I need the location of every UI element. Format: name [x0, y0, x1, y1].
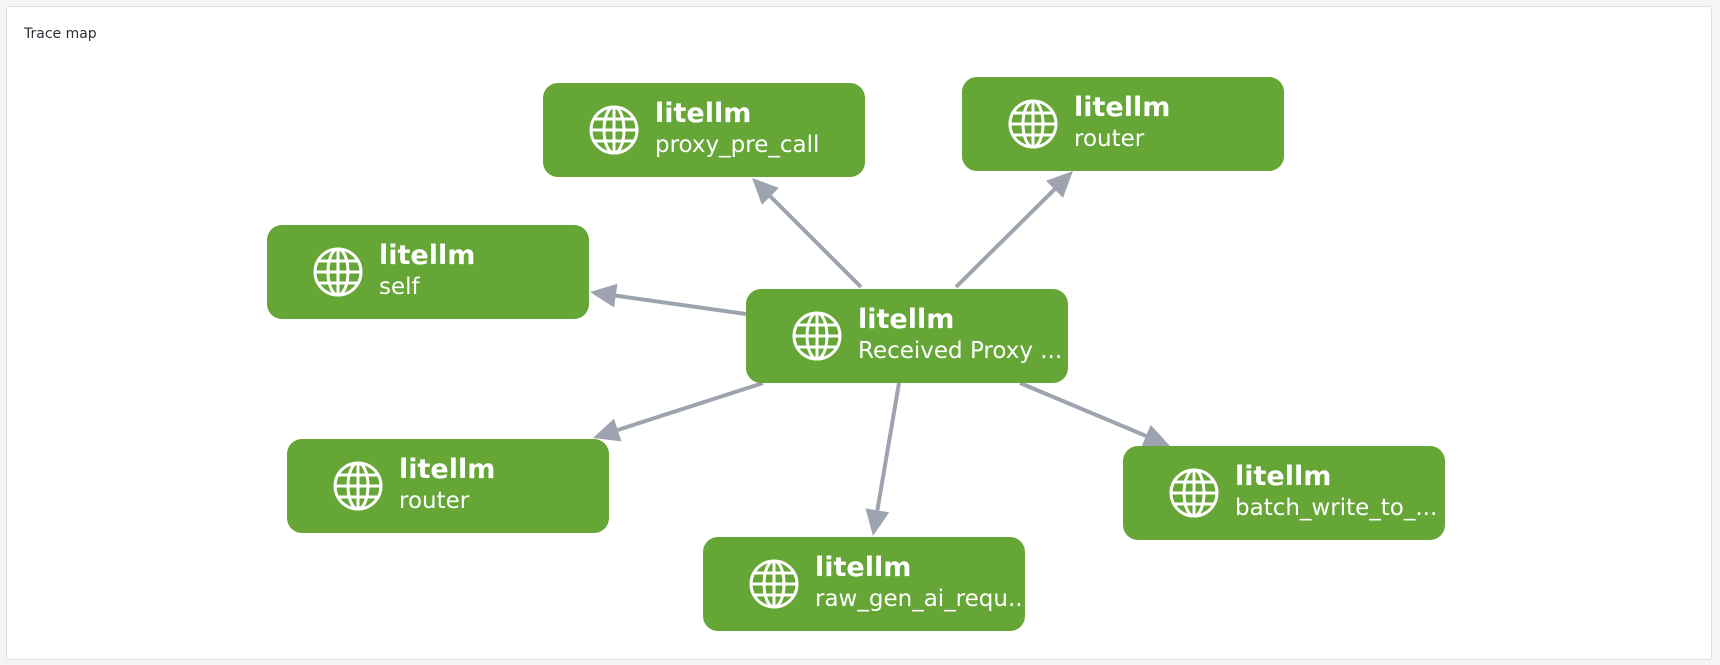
edge-router_left: [617, 381, 764, 432]
edge-batch_write: [1019, 381, 1147, 438]
node-self[interactable]: litellm self: [267, 225, 589, 319]
node-service-label: litellm: [1235, 461, 1332, 492]
edge-arrowhead-router_top: [1046, 171, 1073, 198]
node-service-label: litellm: [815, 552, 912, 583]
node-operation-label: raw_gen_ai_requ...: [815, 586, 1030, 612]
edge-arrowhead-proxy_pre_call: [752, 178, 779, 205]
globe-icon: [333, 461, 383, 511]
edge-arrowhead-router_left: [593, 418, 622, 442]
node-operation-label: router: [1074, 126, 1145, 152]
node-service-label: litellm: [399, 454, 496, 485]
edge-router_top: [954, 187, 1056, 289]
node-operation-label: router: [399, 488, 470, 514]
globe-icon: [313, 247, 363, 297]
edge-raw_gen_ai: [875, 382, 901, 511]
node-router-left[interactable]: litellm router: [287, 439, 609, 533]
node-operation-label: batch_write_to_...: [1235, 495, 1438, 521]
edge-arrowhead-raw_gen_ai: [865, 508, 890, 536]
node-operation-label: self: [379, 274, 420, 300]
globe-icon: [749, 559, 799, 609]
edge-self: [615, 293, 747, 316]
node-operation-label: proxy_pre_call: [655, 132, 820, 158]
node-center[interactable]: litellm Received Proxy ...: [746, 289, 1068, 383]
node-router-top[interactable]: litellm router: [962, 77, 1284, 171]
node-service-label: litellm: [1074, 92, 1171, 123]
edge-proxy_pre_call: [768, 194, 863, 289]
node-raw-gen-ai[interactable]: litellm raw_gen_ai_requ...: [703, 537, 1030, 631]
node-operation-label: Received Proxy ...: [858, 338, 1063, 364]
node-service-label: litellm: [858, 304, 955, 335]
edge-arrowhead-batch_write: [1141, 424, 1170, 447]
globe-icon: [792, 311, 842, 361]
node-proxy-pre-call[interactable]: litellm proxy_pre_call: [543, 83, 865, 177]
node-service-label: litellm: [655, 98, 752, 129]
globe-icon: [1169, 468, 1219, 518]
globe-icon: [1008, 99, 1058, 149]
globe-icon: [589, 105, 639, 155]
edge-arrowhead-self: [590, 283, 618, 308]
panel-title: Trace map: [24, 26, 97, 42]
node-service-label: litellm: [379, 240, 476, 271]
node-batch-write[interactable]: litellm batch_write_to_...: [1123, 446, 1445, 540]
